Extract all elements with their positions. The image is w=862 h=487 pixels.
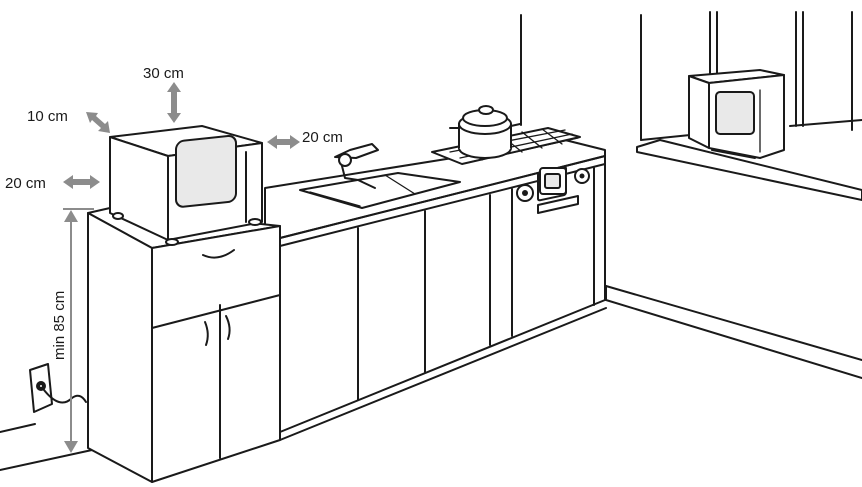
top-clearance-label: 30 cm	[143, 65, 184, 82]
oven	[516, 166, 590, 214]
left-clearance-arrow	[63, 175, 100, 189]
right-clearance-label: 20 cm	[302, 129, 343, 146]
height-clearance-label: min 85 cm	[51, 291, 68, 360]
microwave-oven	[109, 125, 263, 246]
top-clearance-arrow	[167, 82, 181, 123]
left-cabinet	[87, 207, 281, 483]
right-clearance-arrow	[267, 135, 300, 149]
sink	[299, 172, 461, 209]
room-walls	[0, 14, 862, 471]
back-clearance-arrow	[86, 112, 110, 133]
faucet	[334, 143, 379, 189]
clearance-arrows	[63, 82, 300, 453]
window	[636, 11, 862, 201]
window-microwave	[688, 69, 785, 159]
cooking-pot	[449, 105, 521, 159]
left-clearance-label: 20 cm	[5, 175, 46, 192]
height-dimension-line	[63, 208, 94, 453]
back-clearance-label: 10 cm	[27, 108, 68, 125]
wall-socket	[29, 363, 87, 413]
